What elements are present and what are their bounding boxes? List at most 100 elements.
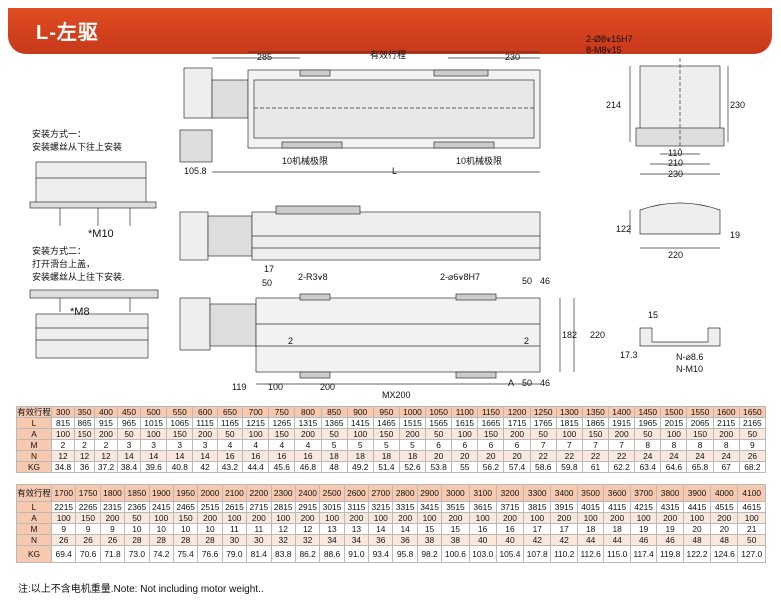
table-cell: 1215 — [242, 417, 270, 429]
table-cell: 59.8 — [555, 461, 583, 473]
table-cell: 1365 — [320, 417, 348, 429]
table-cell: 915 — [93, 417, 119, 429]
row-header: 有效行程 — [16, 484, 52, 502]
table-cell: 3715 — [495, 501, 525, 513]
table-cell: 100 — [140, 428, 168, 440]
table-cell: 81.4 — [246, 545, 272, 563]
table-cell: 20 — [451, 450, 479, 462]
table-cell: 1865 — [581, 417, 610, 429]
table-cell: 16 — [294, 450, 322, 462]
table-cell: 63.4 — [634, 461, 662, 473]
table-cell: 57.4 — [503, 461, 531, 473]
table-cell: 500 — [140, 406, 168, 418]
table-cell: 2800 — [392, 484, 418, 502]
table-cell: 7 — [608, 439, 636, 451]
table-cell: 3000 — [441, 484, 470, 502]
table-cell: 30 — [221, 534, 248, 546]
table-cell: 1515 — [398, 417, 427, 429]
table-cell: 24 — [712, 450, 740, 462]
table-cell: 51.4 — [372, 461, 400, 473]
table-cell: 1950 — [172, 484, 199, 502]
table-cell: 4315 — [656, 501, 684, 513]
mount2-line2: 安装螺丝从上往下安装. — [32, 272, 125, 282]
table-cell: 200 — [495, 512, 525, 524]
table-cell: 4415 — [682, 501, 712, 513]
dim-110: 110 — [668, 148, 682, 158]
hole-spec-1: 2-Ø8⩛15H7 — [586, 34, 633, 44]
table-cell: 1500 — [660, 406, 688, 418]
table-cell: 2815 — [270, 501, 296, 513]
table-cell: 3700 — [629, 484, 658, 502]
table-cell: 150 — [75, 512, 101, 524]
row-header: KG — [16, 545, 52, 563]
table-cell: 15 — [441, 523, 470, 535]
table-cell: 34.8 — [50, 461, 76, 473]
table-cell: 1115 — [192, 417, 218, 429]
table-cell: 950 — [372, 406, 400, 418]
table-cell: 1650 — [738, 406, 767, 418]
table-cell: 100 — [737, 512, 766, 524]
table-cell: 815 — [50, 417, 76, 429]
table-cell: 3900 — [682, 484, 712, 502]
limit-left: 10机械极限 — [282, 155, 328, 166]
table-cell: 150 — [166, 428, 194, 440]
table-cell: 26 — [75, 534, 101, 546]
table-cell: 550 — [166, 406, 194, 418]
table-cell: 44 — [603, 534, 631, 546]
table-cell: 20 — [425, 450, 453, 462]
table-cell: 2115 — [712, 417, 740, 429]
table-cell: 38 — [416, 534, 443, 546]
table-cell: 48 — [682, 534, 712, 546]
table-cell: 3200 — [495, 484, 525, 502]
table-cell: 150 — [686, 428, 714, 440]
table-cell: 1615 — [451, 417, 479, 429]
table-cell: 58.6 — [529, 461, 557, 473]
table-cell: 37.2 — [93, 461, 119, 473]
table-cell: 6 — [425, 439, 453, 451]
table-cell: 122.2 — [682, 545, 712, 563]
table-cell: 16 — [495, 523, 525, 535]
table-cell: 48 — [710, 534, 739, 546]
header-bar — [8, 6, 772, 54]
page-title: L-左驱 — [36, 22, 99, 44]
dim-100: 100 — [268, 382, 283, 392]
table-cell: 24 — [660, 450, 688, 462]
row-header: 有效行程 — [16, 406, 52, 418]
table-cell: 5 — [398, 439, 427, 451]
table-cell: 112.6 — [576, 545, 605, 563]
dim-220-side: 220 — [590, 330, 605, 340]
table-cell: 4100 — [737, 484, 766, 502]
table-cell: 3315 — [392, 501, 418, 513]
table-cell: 50 — [320, 428, 348, 440]
pin-spec: 2-⌀6⩛8H7 — [440, 272, 480, 282]
table-cell: 12 — [50, 450, 76, 462]
table-cell: 1915 — [608, 417, 636, 429]
table-cell: 4515 — [710, 501, 739, 513]
table-cell: 10 — [197, 523, 223, 535]
table-cell: 17 — [523, 523, 552, 535]
table-cell: 1315 — [294, 417, 322, 429]
table-cell: 2 — [93, 439, 119, 451]
table-cell: 2015 — [660, 417, 688, 429]
table-cell: 3800 — [656, 484, 684, 502]
table-cell: 16 — [268, 450, 296, 462]
table-cell: 100 — [270, 512, 296, 524]
table-cell: 22 — [529, 450, 557, 462]
table-cell: 65.8 — [686, 461, 714, 473]
table-cell: 42 — [550, 534, 578, 546]
dim-50-bottom: 50 — [522, 378, 532, 388]
table-cell: 36 — [392, 534, 418, 546]
table-cell: 56.2 — [477, 461, 505, 473]
table-cell: 49.2 — [346, 461, 374, 473]
table-cell: 28 — [172, 534, 199, 546]
table-cell: 38 — [441, 534, 470, 546]
table-cell: 98.2 — [416, 545, 443, 563]
table-cell: 1465 — [372, 417, 400, 429]
table-cell: 4000 — [710, 484, 739, 502]
row-header: M — [16, 439, 52, 451]
table-cell: 1265 — [268, 417, 296, 429]
table-cell: 14 — [368, 523, 394, 535]
table-cell: 16 — [468, 523, 497, 535]
